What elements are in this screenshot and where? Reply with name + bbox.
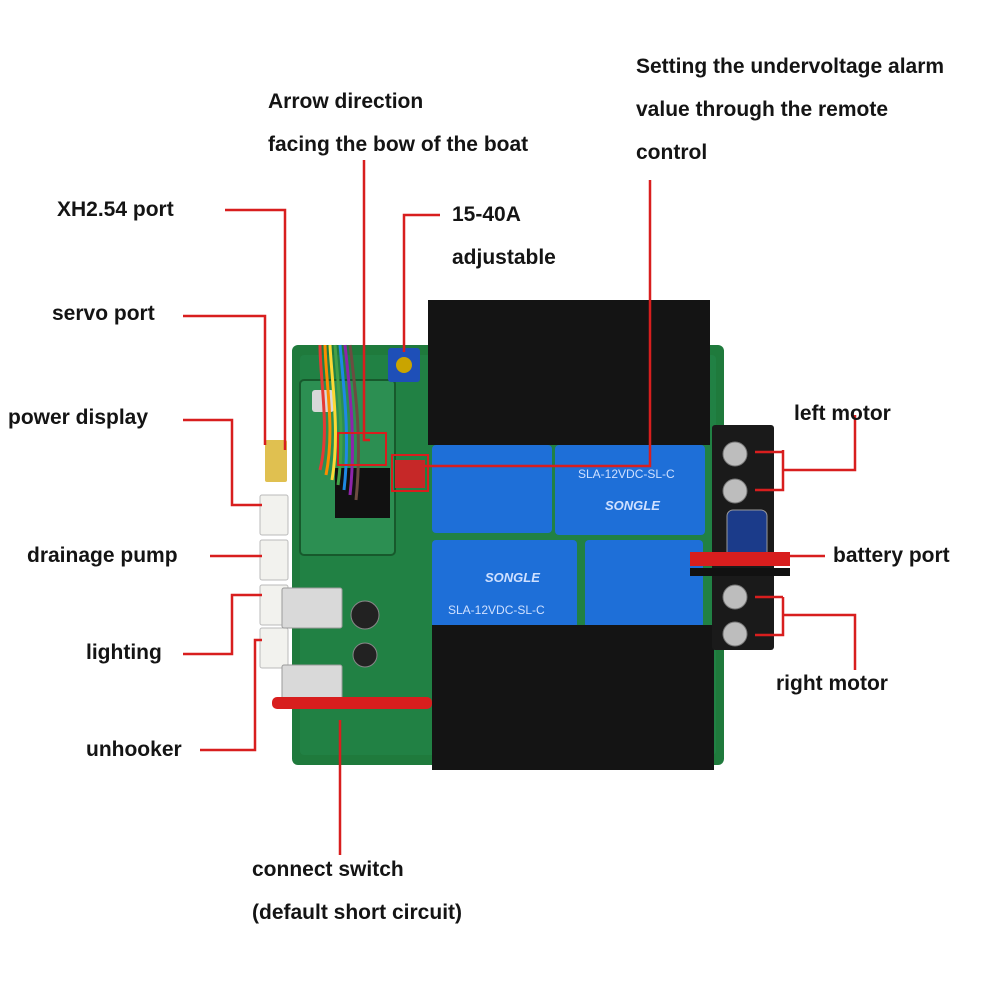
relay-bottom-right xyxy=(585,540,703,628)
relay-brand-label: SONGLE xyxy=(485,570,540,585)
heat-cover-top xyxy=(428,300,710,445)
potentiometer-knob-icon xyxy=(396,357,412,373)
heatsink xyxy=(281,587,343,701)
receiver-module xyxy=(299,379,396,556)
relay-top-right: SLA-12VDC-SL-C SONGLE xyxy=(555,445,705,535)
label-xh254-port: XH2.54 port xyxy=(57,198,174,221)
label-servo-port: servo port xyxy=(52,302,155,325)
wire-bundle xyxy=(318,344,360,501)
label-current-adjust: 15-40A adjustable xyxy=(452,203,556,269)
highlight-box xyxy=(337,432,387,466)
highlight-box xyxy=(391,454,429,492)
relay-model-label: SLA-12VDC-SL-C xyxy=(448,603,545,617)
label-undervoltage: Setting the undervoltage alarm value thr… xyxy=(636,55,945,164)
electrolytic-capacitor xyxy=(726,509,768,559)
capacitor xyxy=(352,642,378,668)
heat-cover-bottom xyxy=(432,625,714,770)
relay-brand-label: SONGLE xyxy=(605,498,660,513)
battery-wire xyxy=(690,568,790,576)
side-connectors xyxy=(259,440,289,669)
label-left-motor: left motor xyxy=(794,402,891,425)
label-battery-port: battery port xyxy=(833,544,950,567)
label-right-motor: right motor xyxy=(776,672,888,695)
label-drainage-pump: drainage pump xyxy=(27,544,178,567)
relay-top-left xyxy=(432,445,552,533)
label-connect-switch: connect switch (default short circuit) xyxy=(252,858,463,924)
battery-wire xyxy=(690,552,790,566)
relay-model-label: SLA-12VDC-SL-C xyxy=(578,467,675,481)
leader-lines xyxy=(183,160,857,855)
label-arrow-direction: Arrow direction facing the bow of the bo… xyxy=(268,90,529,156)
relay-bottom-left: SONGLE SLA-12VDC-SL-C xyxy=(432,540,577,628)
label-unhooker: unhooker xyxy=(86,738,182,761)
capacitor xyxy=(350,600,380,630)
label-lighting: lighting xyxy=(86,641,162,664)
board-wire xyxy=(272,697,432,709)
label-power-display: power display xyxy=(8,406,149,429)
dip-switch xyxy=(395,460,425,488)
